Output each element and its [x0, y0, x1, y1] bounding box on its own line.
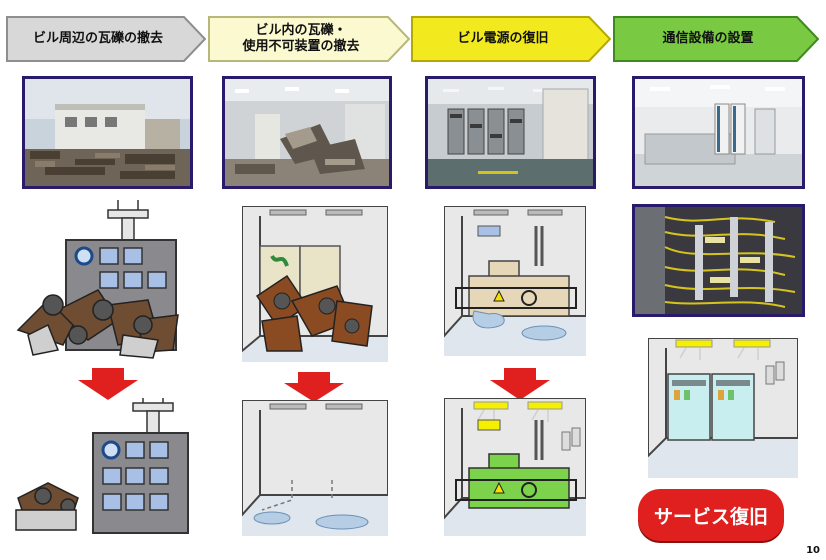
telecom-equipment-illustration	[648, 338, 798, 478]
room-debris-illustration	[242, 206, 388, 362]
step-label-3: ビル電源の復旧	[457, 31, 549, 46]
photo-debris-interior	[222, 76, 392, 189]
step-arrow-1: ビル周辺の瓦礫の撤去	[6, 16, 206, 62]
room-cleared-illustration	[242, 400, 388, 536]
down-arrow-3	[490, 368, 550, 400]
step-arrow-3: ビル電源の復旧	[411, 16, 611, 62]
power-restored-illustration	[444, 398, 586, 536]
service-restoration-badge: サービス復旧	[638, 489, 784, 541]
step-label-4: 通信設備の設置	[662, 31, 754, 46]
photo-cable-wiring	[632, 204, 805, 317]
step-arrow-2: ビル内の瓦礫・ 使用不可装置の撤去	[208, 16, 410, 62]
building-debris-illustration	[16, 200, 179, 359]
photo-power-equipment	[425, 76, 596, 189]
down-arrow-2	[284, 372, 344, 402]
step-label-2: ビル内の瓦礫・ 使用不可装置の撤去	[242, 23, 360, 54]
photo-collapsed-building	[22, 76, 193, 189]
photo-equipment-room	[632, 76, 805, 189]
down-arrow-1	[78, 368, 138, 400]
step-arrow-4: 通信設備の設置	[613, 16, 819, 62]
step-label-1: ビル周辺の瓦礫の撤去	[32, 31, 163, 46]
power-equipment-illustration	[444, 206, 586, 356]
page-number: 10	[806, 545, 820, 556]
building-cleared-illustration	[15, 398, 189, 534]
